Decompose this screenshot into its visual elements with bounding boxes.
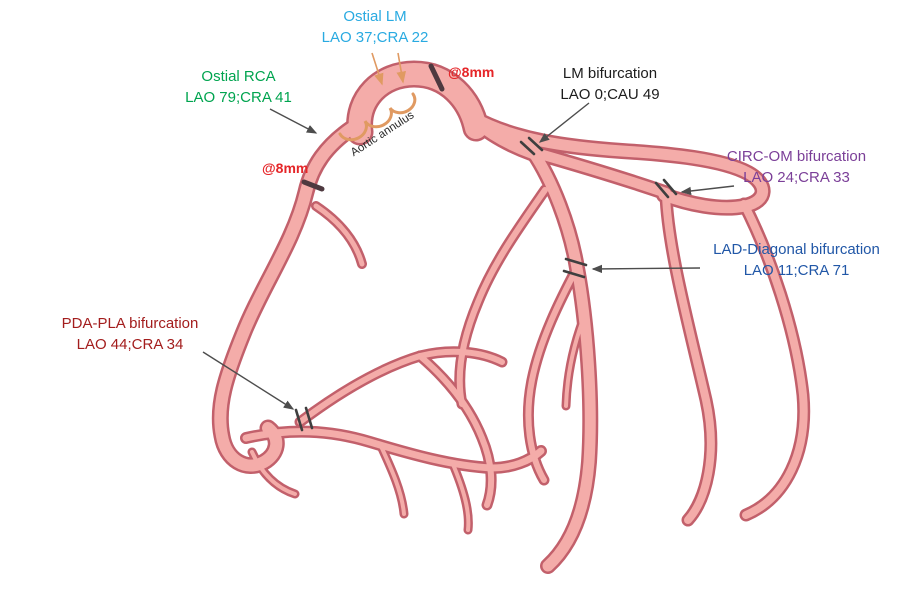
vessel-rca bbox=[220, 128, 352, 466]
stent-band-rca bbox=[301, 179, 325, 192]
annotation-angles: LAO 0;CAU 49 bbox=[560, 86, 660, 103]
annotation-circ-om-bifurcation: CIRC-OM bifurcation LAO 24;CRA 33 bbox=[694, 146, 899, 188]
tick-circ-om bbox=[662, 178, 678, 196]
stent-marker-rca: @8mm bbox=[262, 160, 309, 176]
tick-lad-diagonal bbox=[564, 257, 588, 267]
vessel-aorta bbox=[360, 74, 476, 132]
annotation-lm-bifurcation: LM bifurcation LAO 0;CAU 49 bbox=[520, 63, 700, 105]
tick-lm-bifurcation bbox=[527, 136, 544, 152]
arrow-pda-pla bbox=[202, 351, 295, 410]
annotation-ostial-lm: Ostial LM LAO 37;CRA 22 bbox=[295, 6, 455, 48]
pointer-arrows bbox=[202, 52, 735, 410]
arrow-lm-bifurcation bbox=[538, 102, 590, 143]
annotation-title: LAD-Diagonal bifurcation bbox=[713, 241, 880, 258]
stent-marker-aorta: @8mm bbox=[448, 64, 495, 80]
annotation-angles: LAO 11;CRA 71 bbox=[743, 262, 850, 279]
tick-lad-diagonal bbox=[562, 269, 586, 279]
annotation-angles: LAO 79;CRA 41 bbox=[185, 89, 292, 106]
arrow-ostial-lm-2 bbox=[396, 52, 406, 84]
arrow-ostial-lm-1 bbox=[371, 52, 384, 86]
annotation-title: Ostial LM bbox=[343, 8, 407, 25]
annotation-angles: LAO 24;CRA 33 bbox=[743, 169, 850, 186]
arrow-lad-diagonal bbox=[591, 264, 701, 274]
annotation-title: PDA-PLA bifurcation bbox=[61, 315, 199, 332]
stent-band-aorta bbox=[428, 63, 445, 92]
measurement-ticks bbox=[294, 63, 678, 432]
tick-pda-pla bbox=[304, 406, 314, 430]
annotation-angles: LAO 37;CRA 22 bbox=[321, 29, 429, 46]
tick-lm-bifurcation bbox=[519, 140, 536, 156]
aortic-annulus-sketch bbox=[338, 92, 417, 142]
annotation-title: Ostial RCA bbox=[201, 68, 276, 85]
annotation-title: LM bifurcation bbox=[562, 65, 658, 82]
arrow-ostial-rca bbox=[269, 108, 318, 134]
tick-circ-om bbox=[654, 181, 670, 199]
arrow-circ-om bbox=[680, 185, 735, 196]
tick-pda-pla bbox=[294, 408, 304, 432]
annotation-angles: LAO 44;CRA 34 bbox=[76, 336, 184, 353]
annotation-pda-pla-bifurcation: PDA-PLA bifurcation LAO 44;CRA 34 bbox=[30, 313, 230, 355]
annotation-ostial-rca: Ostial RCA LAO 79;CRA 41 bbox=[156, 66, 321, 108]
annotation-lad-diagonal-bifurcation: LAD-Diagonal bifurcation LAO 11;CRA 71 bbox=[684, 239, 909, 281]
annotation-title: CIRC-OM bifurcation bbox=[726, 148, 867, 165]
